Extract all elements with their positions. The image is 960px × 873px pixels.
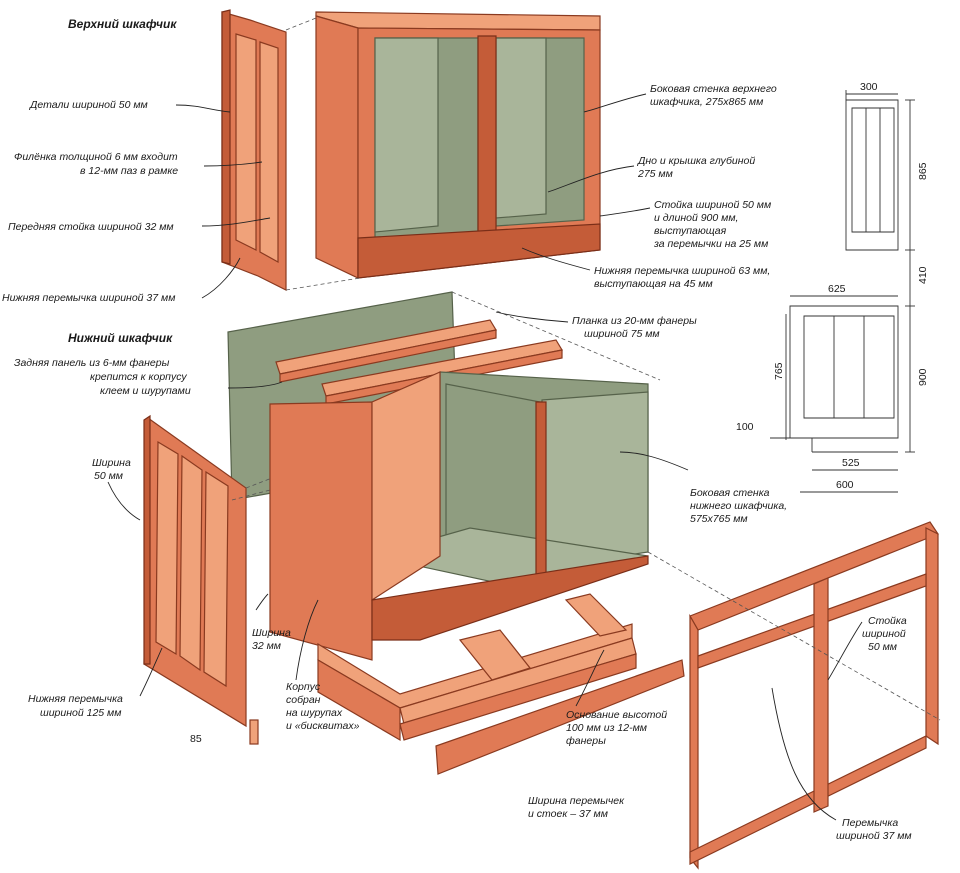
label-bottom-top-1: Дно и крышка глубиной — [637, 155, 755, 167]
upper-door — [221, 9, 287, 291]
face-frame — [689, 521, 939, 870]
label-rail-width-2: и стоек – 37 мм — [528, 808, 608, 820]
labels: Верхний шкафчик Детали шириной 50 мм Фил… — [2, 17, 912, 842]
dim-900: 900 — [917, 368, 929, 386]
dim-525: 525 — [842, 457, 860, 469]
lower-cabinet — [269, 371, 649, 661]
dim-410: 410 — [917, 266, 929, 284]
dim-100: 100 — [736, 421, 754, 433]
dim-600: 600 — [836, 479, 854, 491]
label-base-3: фанеры — [566, 735, 606, 747]
label-back-2: крепится к корпусу — [90, 371, 187, 383]
label-back-3: клеем и шурупами — [100, 385, 191, 397]
label-base-1: Основание высотой — [566, 709, 667, 721]
label-rail125-2: шириной 125 мм — [40, 707, 121, 719]
title-upper: Верхний шкафчик — [68, 17, 177, 31]
label-side-lower-1: Боковая стенка — [690, 487, 770, 499]
label-detail-width: Детали шириной 50 мм — [29, 99, 148, 111]
label-side-upper-1: Боковая стенка верхнего — [650, 83, 777, 95]
upper-cabinet — [315, 11, 601, 279]
dimension-labels: 300 865 410 625 765 900 100 525 600 — [736, 81, 929, 491]
label-case-1: Корпус — [286, 681, 321, 693]
dim-765: 765 — [773, 362, 785, 380]
label-stile-4: за перемычки на 25 мм — [653, 238, 768, 250]
label-stile-1: Стойка шириной 50 мм — [654, 199, 771, 211]
lower-base — [317, 593, 685, 775]
label-side-lower-2: нижнего шкафчика, — [690, 500, 787, 512]
label-plank-2: шириной 75 мм — [584, 328, 660, 340]
door-hinge-block — [249, 719, 259, 745]
label-bottom-rail-37: Нижняя перемычка шириной 37 мм — [2, 292, 175, 304]
label-panel-2: в 12-мм паз в рамке — [80, 165, 178, 177]
label-frame-rail-2: шириной 37 мм — [836, 830, 912, 842]
side-elevation — [770, 90, 915, 493]
label-width32-2: 32 мм — [252, 640, 281, 652]
label-width32-1: Ширина — [252, 627, 291, 639]
label-plank-1: Планка из 20-мм фанеры — [572, 315, 697, 327]
label-low-rail-2: выступающая на 45 мм — [594, 278, 713, 290]
label-panel-1: Филёнка толщиной 6 мм входит — [14, 151, 178, 163]
label-side-lower-3: 575х765 мм — [690, 513, 748, 525]
label-width50-1: Ширина — [92, 457, 131, 469]
label-side-upper-2: шкафчика, 275х865 мм — [650, 96, 763, 108]
label-stile-2: и длиной 900 мм, — [654, 212, 738, 224]
dim-865: 865 — [917, 162, 929, 180]
alignment-lines — [231, 17, 941, 721]
label-frame-stile-3: 50 мм — [868, 641, 897, 653]
label-back-1: Задняя панель из 6-мм фанеры — [14, 357, 170, 369]
label-low-rail-1: Нижняя перемычка шириной 63 мм, — [594, 265, 770, 277]
label-frame-rail-1: Перемычка — [842, 817, 898, 829]
title-lower: Нижний шкафчик — [68, 331, 173, 345]
label-case-3: на шурупах — [286, 707, 343, 719]
lower-door — [143, 414, 259, 745]
label-base-2: 100 мм из 12-мм — [566, 722, 647, 734]
label-front-stile: Передняя стойка шириной 32 мм — [8, 221, 174, 233]
label-rail125-1: Нижняя перемычка — [28, 693, 123, 705]
label-stile-3: выступающая — [654, 225, 727, 237]
leader-lines — [107, 93, 863, 821]
label-width50-2: 50 мм — [94, 470, 123, 482]
label-case-2: собран — [286, 694, 321, 706]
dim-625: 625 — [828, 283, 846, 295]
dim-300: 300 — [860, 81, 878, 93]
label-case-4: и «бисквитах» — [286, 720, 360, 732]
label-frame-stile-2: шириной — [862, 628, 906, 640]
label-bottom-top-2: 275 мм — [637, 168, 673, 180]
label-frame-stile-1: Стойка — [868, 615, 907, 627]
label-rail-width-1: Ширина перемычек — [528, 795, 625, 807]
label-dim-85: 85 — [190, 733, 202, 745]
